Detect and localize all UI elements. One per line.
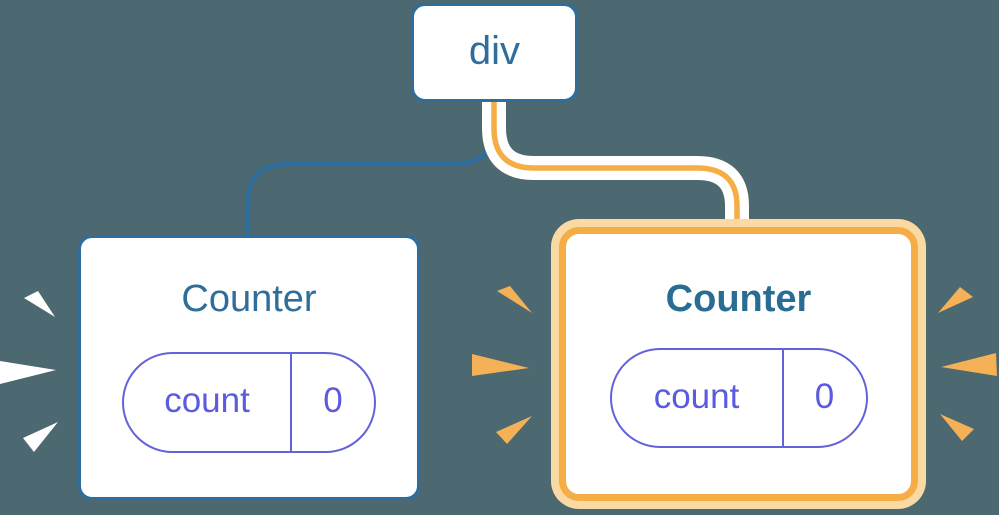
edge-root-to-right-counter — [491, 100, 740, 224]
state-name-cell: count — [124, 354, 292, 451]
root-node-label: div — [468, 28, 521, 73]
spark-mid-middle-icon — [472, 354, 529, 376]
state-value-cell: 0 — [784, 350, 866, 446]
spark-mid-bottom-icon — [496, 416, 532, 444]
spark-mid-top-icon — [497, 286, 532, 313]
edge-root-to-left-counter — [245, 100, 497, 237]
counter-card-left: Counter count 0 — [78, 235, 420, 500]
state-value-cell: 0 — [292, 354, 374, 451]
spark-left-bottom-icon — [23, 422, 58, 452]
counter-card-right-highlighted: Counter count 0 — [559, 227, 918, 501]
spark-right-middle-icon — [941, 353, 997, 376]
edge-root-to-right-counter-casing — [482, 100, 749, 224]
spark-right-bottom-icon — [940, 414, 974, 441]
state-name: count — [653, 376, 740, 416]
counter-title: Counter — [665, 278, 812, 320]
state-name: count — [164, 381, 250, 420]
state-pill: count 0 — [609, 348, 868, 448]
state-pill: count 0 — [122, 352, 376, 453]
spark-right-top-icon — [938, 287, 973, 313]
spark-left-middle-icon — [0, 361, 56, 384]
state-value: 0 — [323, 381, 343, 420]
state-value: 0 — [814, 376, 835, 416]
root-node-div: div — [411, 3, 578, 102]
state-name-cell: count — [612, 350, 784, 446]
spark-left-top-icon — [24, 291, 55, 317]
counter-title: Counter — [181, 278, 317, 320]
